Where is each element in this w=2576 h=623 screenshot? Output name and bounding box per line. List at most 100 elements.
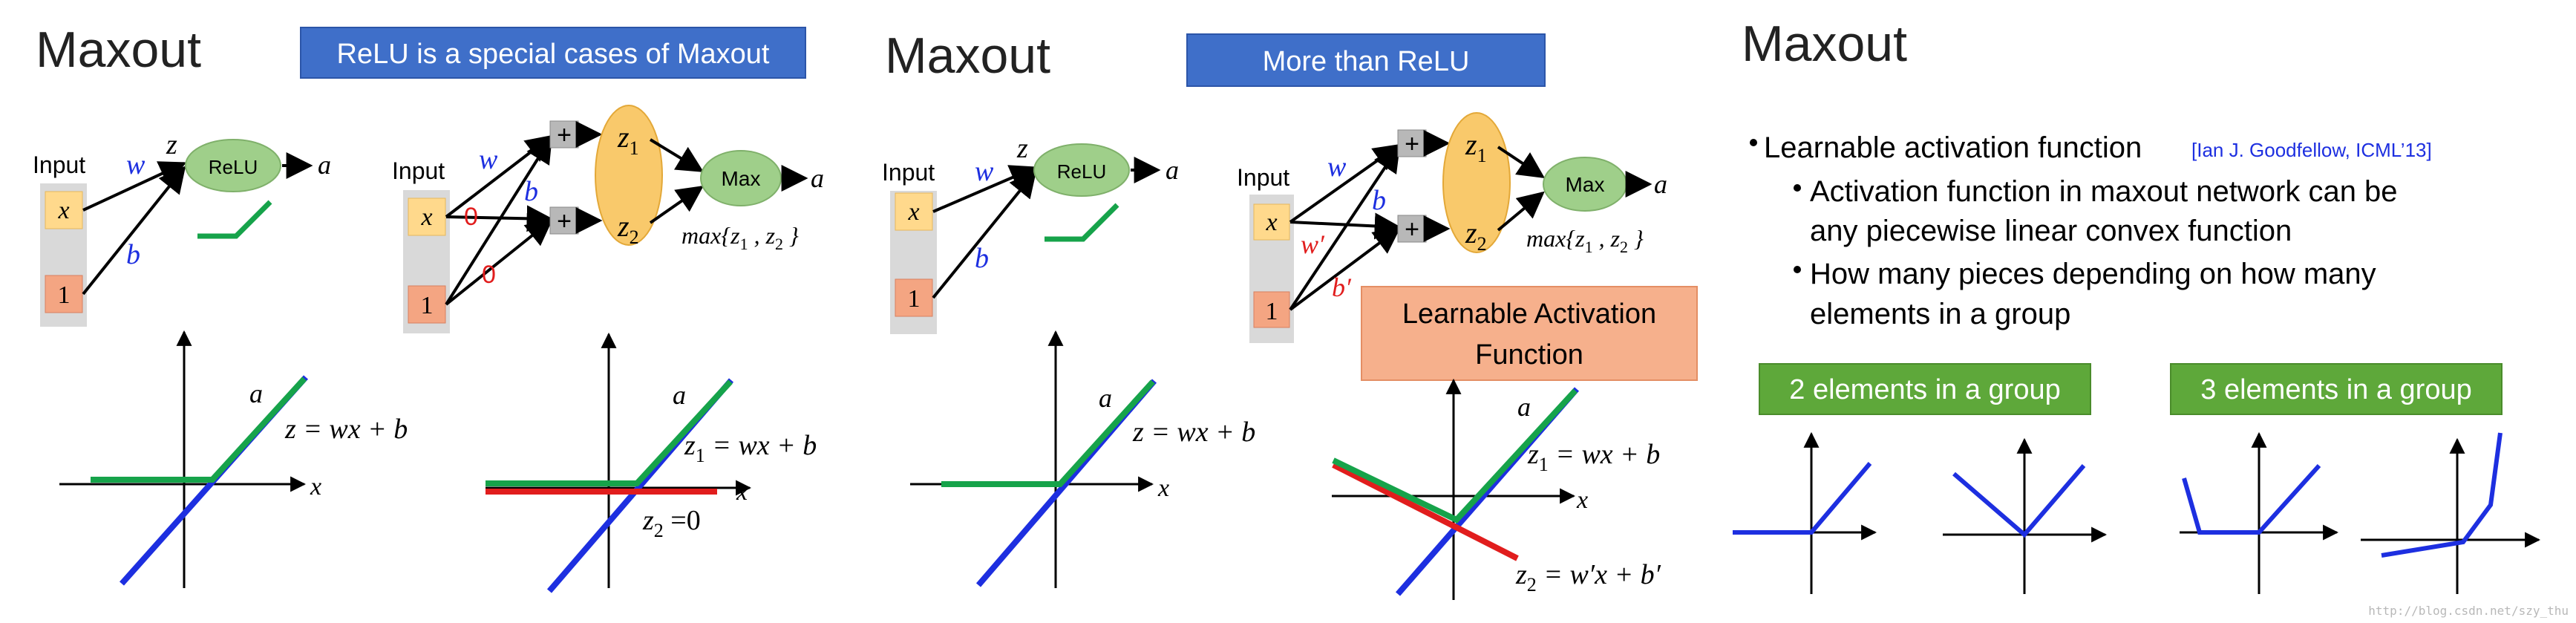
slide-1: Maxout ReLU is a special cases of Maxout… [33,22,824,593]
x-input-box [45,191,83,229]
citation: [Ian J. Goodfellow, ICML’13] [2191,139,2432,161]
max-label: Max [722,167,761,190]
bias-b: b [975,243,989,274]
group-3-label: 3 elements in a group [2200,374,2471,405]
weight-w: w [126,149,146,180]
curve [2381,432,2503,558]
group-2-box [1759,363,2091,415]
banner-text: More than ReLU [1263,46,1470,77]
edge [1289,226,1401,311]
bias-input: 1 [908,285,921,313]
plus-icon: + [1405,130,1419,158]
bias-b: b [126,239,140,270]
relu-label: ReLU [1057,160,1106,183]
slide-title: Maxout [36,22,201,78]
bias-b-prime: b′ [1332,273,1352,302]
watermark: http://blog.csdn.net/szy_thu [2368,604,2569,618]
a-label: a [673,380,686,410]
bullet-dot [1794,184,1801,192]
a-label: a [811,163,824,193]
max-label: Max [1566,173,1605,196]
a-label: a [1099,383,1112,413]
weight-w: w [1327,151,1347,183]
weight-w-prime: w′ [1301,229,1325,259]
bias-input-box [408,285,446,324]
x-axis-label: x [310,473,321,500]
equation: z = wx + b [284,414,408,445]
input-label: Input [392,157,445,184]
bullet-1-text: Learnable activation function [1764,131,2142,164]
z2-label: z2 [1465,216,1487,255]
a-label: a [318,150,331,180]
group-2-label: 2 elements in a group [1789,374,2060,405]
relu-output [91,376,307,483]
input-label: Input [1237,164,1289,191]
edge [649,138,705,172]
equation-z1: z1 = wx + b [1527,439,1660,475]
banner-text: ReLU is a special cases of Maxout [337,39,770,70]
relu-output [941,379,1155,487]
x-axis-label: x [736,478,748,506]
edge [445,135,552,306]
curve [1733,462,1872,535]
weight-w: w [975,156,994,187]
sum-box [1397,129,1427,157]
edge [445,205,554,232]
edge [1289,145,1400,311]
edge [649,185,704,224]
edge [1497,191,1545,232]
weight-w: w [479,144,498,175]
line-z2 [1332,462,1519,561]
curve [1952,464,2086,538]
mini-plot-abs-like [1943,437,2108,594]
x-input-box [895,192,933,231]
x-axis-label: x [1576,486,1588,514]
mini-plot-three-piece [2180,431,2339,594]
sub-bullet-2-line-2: elements in a group [1810,298,2070,330]
max-node [700,150,782,206]
curve [2182,463,2321,535]
group-node [595,105,663,246]
plus-icon: + [557,207,572,235]
max-output [1332,388,1578,523]
bias-input: 1 [1266,298,1278,325]
max-formula: max{z1 , z2 } [681,222,799,253]
input-label: Input [882,159,935,186]
equation-z2: z2 = w′x + b′ [1515,559,1661,596]
edge-b [82,166,186,296]
a-label: a [1654,169,1667,199]
x-input: x [907,198,919,226]
group-3-box [2170,363,2503,415]
edge [1289,212,1402,240]
relu-label: ReLU [209,156,258,178]
mini-plot-convex-curve [2361,432,2541,594]
relu-node [1033,143,1130,197]
slide-title: Maxout [1742,16,1907,72]
input-label: Input [33,151,85,178]
mini-plot-relu-like [1733,431,1877,594]
equation-z1: z1 = wx + b [684,430,817,466]
banner-box [1186,33,1546,87]
z-label: z [166,129,177,160]
z1-label: z1 [1465,128,1487,166]
x-input-box [1253,203,1290,241]
plus-icon: + [557,121,572,149]
edge [1497,146,1545,178]
learnable-line-1: Learnable Activation [1402,299,1656,330]
max-formula: max{z1 , z2 } [1526,225,1644,256]
bullet-dot [1750,139,1757,146]
learnable-activation-box [1361,286,1698,381]
bias-input-box [895,278,933,317]
bias-input-box [1253,291,1290,328]
a-label: a [1517,392,1531,422]
x-input: x [57,197,69,224]
x-input: x [1265,209,1277,236]
sum-box [1397,215,1427,243]
bias-b: b [1372,185,1386,216]
sum-box [549,206,579,235]
max-output [486,379,733,486]
zero-bias: 0 [482,261,496,289]
bias-b: b [524,176,538,207]
relu-glyph-icon [1045,203,1119,242]
